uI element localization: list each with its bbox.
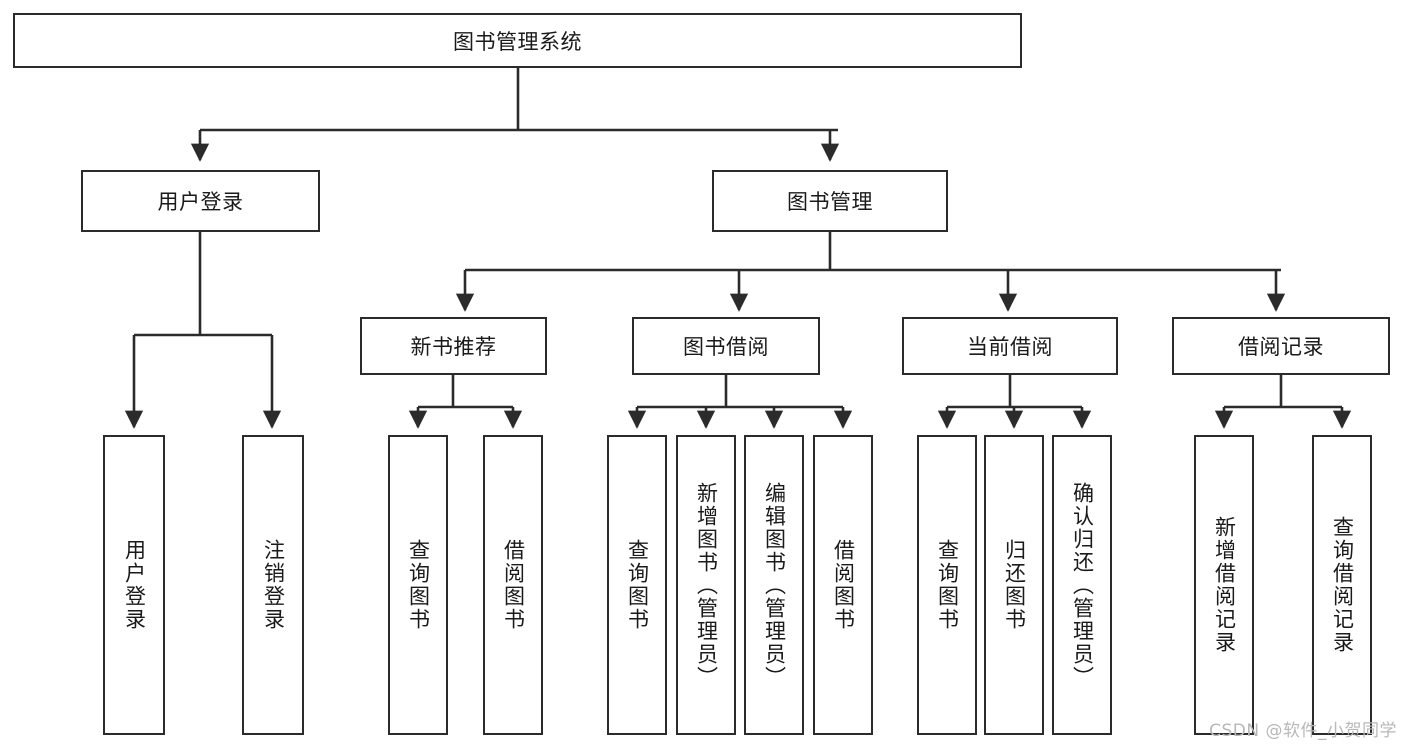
leaf-label: 查询图书 [935,539,960,631]
leaf-user-login-logout[interactable]: 注销登录 [242,435,304,735]
leaf-current-borrow-return[interactable]: 归还图书 [984,435,1044,735]
node-current-borrow[interactable]: 当前借阅 [902,317,1118,375]
leaf-book-borrow-edit[interactable]: 编辑图书（管理员） [744,435,804,735]
leaf-label: 借阅图书 [501,539,526,631]
leaf-label: 注销登录 [261,539,286,631]
leaf-label: 新增图书（管理员） [694,481,719,689]
leaf-label: 归还图书 [1002,539,1027,631]
leaf-label: 查询图书 [406,539,431,631]
leaf-user-login-login[interactable]: 用户登录 [103,435,165,735]
leaf-label: 借阅图书 [831,539,856,631]
node-book-borrow[interactable]: 图书借阅 [632,317,820,375]
leaf-label: 编辑图书（管理员） [762,481,787,689]
node-book-management-label: 图书管理 [787,190,873,214]
node-root[interactable]: 图书管理系统 [13,13,1022,68]
leaf-borrow-record-add[interactable]: 新增借阅记录 [1194,435,1254,735]
leaf-current-borrow-query[interactable]: 查询图书 [917,435,977,735]
node-new-book-recommend[interactable]: 新书推荐 [360,317,547,375]
leaf-label: 查询借阅记录 [1330,516,1355,654]
leaf-new-book-borrow[interactable]: 借阅图书 [483,435,543,735]
node-book-borrow-label: 图书借阅 [683,335,769,359]
node-current-borrow-label: 当前借阅 [967,335,1053,359]
leaf-label: 查询图书 [625,539,650,631]
node-user-login[interactable]: 用户登录 [81,170,320,232]
leaf-book-borrow-query[interactable]: 查询图书 [607,435,667,735]
leaf-borrow-record-query[interactable]: 查询借阅记录 [1312,435,1372,735]
leaf-label: 新增借阅记录 [1212,516,1237,654]
leaf-new-book-query[interactable]: 查询图书 [388,435,448,735]
node-borrow-record[interactable]: 借阅记录 [1172,317,1390,375]
node-new-book-recommend-label: 新书推荐 [410,335,497,359]
node-user-login-label: 用户登录 [157,190,244,214]
leaf-label: 用户登录 [122,539,147,631]
node-root-label: 图书管理系统 [453,29,582,54]
node-borrow-record-label: 借阅记录 [1238,335,1324,359]
leaf-book-borrow-borrow[interactable]: 借阅图书 [813,435,873,735]
node-book-management[interactable]: 图书管理 [712,170,948,232]
leaf-current-borrow-confirm-return[interactable]: 确认归还（管理员） [1052,435,1112,735]
leaf-label: 确认归还（管理员） [1070,481,1095,689]
watermark: CSDN @软件_小贺同学 [1209,721,1397,741]
leaf-book-borrow-add[interactable]: 新增图书（管理员） [676,435,736,735]
